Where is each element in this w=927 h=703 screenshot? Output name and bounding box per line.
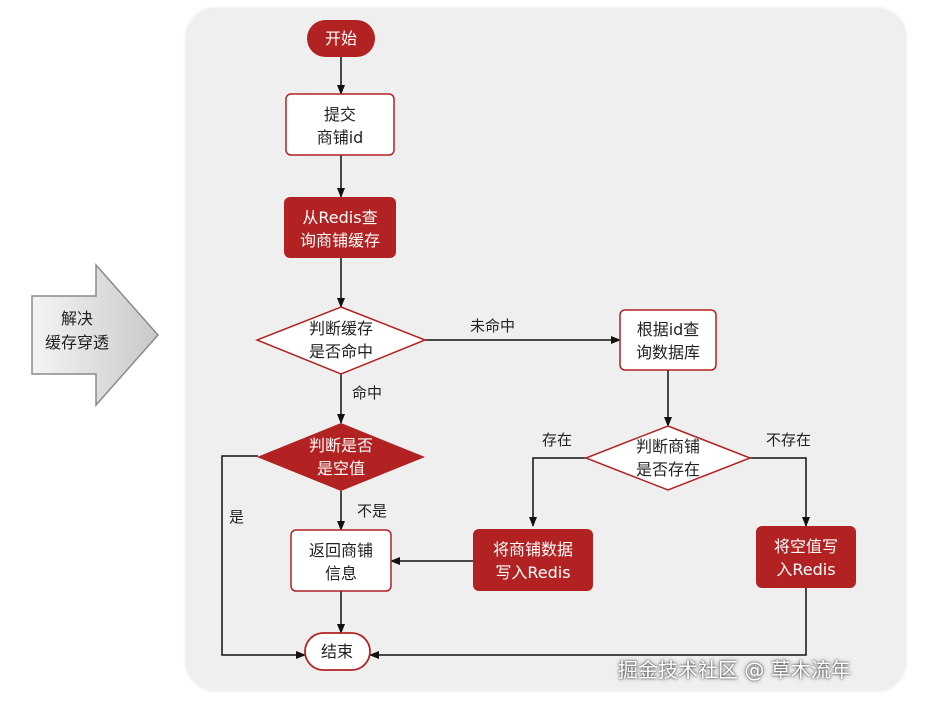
node-query-redis-line2: 询商铺缓存 [300, 231, 380, 250]
node-check-exist-line2: 是否存在 [636, 460, 700, 479]
edge-null-yes [221, 455, 306, 659]
node-query-redis-line1: 从Redis查 [302, 208, 377, 227]
node-return-info-line2: 信息 [325, 564, 357, 583]
node-write-data-line1: 将商铺数据 [493, 540, 573, 559]
node-check-hit: 判断缓存 是否命中 [254, 306, 428, 375]
edge-exist-yes [529, 457, 586, 527]
node-submit-line2: 商铺id [317, 128, 364, 147]
node-write-null-line2: 入Redis [776, 560, 835, 579]
node-query-db-line1: 根据id查 [637, 320, 700, 339]
edge-null-end [369, 588, 807, 659]
node-write-null-line1: 将空值写 [774, 537, 838, 556]
node-submit-line1: 提交 [324, 105, 356, 124]
side-arrow-line1: 解决 [60, 309, 93, 328]
edge-label-miss: 未命中 [470, 317, 516, 335]
node-check-null-line1: 判断是否 [309, 436, 373, 455]
node-check-null: 判断是否 是空值 [257, 423, 425, 491]
node-check-hit-line1: 判断缓存 [309, 319, 373, 338]
edge-exist-no [750, 457, 810, 527]
node-end: 结束 [304, 632, 371, 671]
edge-label-exists: 存在 [542, 431, 573, 449]
node-start-label: 开始 [325, 29, 357, 48]
node-return-info: 返回商铺 信息 [290, 529, 392, 592]
node-check-null-line2: 是空值 [317, 459, 365, 478]
node-query-db-line2: 询数据库 [636, 343, 700, 362]
watermark: 掘金技术社区 @ 草木流年 [618, 658, 851, 682]
node-write-data-line2: 写入Redis [495, 563, 570, 582]
node-return-info-line1: 返回商铺 [309, 541, 373, 560]
side-arrow [31, 263, 160, 407]
node-submit: 提交 商铺id [285, 93, 395, 156]
edge-label-not-null: 不是 [357, 502, 388, 520]
node-query-db: 根据id查 询数据库 [619, 309, 717, 371]
node-end-label: 结束 [321, 642, 353, 661]
edges [221, 57, 810, 659]
node-write-null: 将空值写 入Redis [756, 526, 856, 588]
node-start: 开始 [307, 20, 375, 57]
node-check-exist-line1: 判断商铺 [636, 437, 700, 456]
node-write-data: 将商铺数据 写入Redis [473, 529, 593, 591]
side-arrow-line2: 缓存穿透 [44, 333, 109, 352]
edge-label-hit: 命中 [352, 384, 383, 402]
node-check-exist: 判断商铺 是否存在 [583, 425, 753, 491]
edge-label-is-null: 是 [229, 508, 245, 526]
side-arrow-label: 解决 缓存穿透 [34, 307, 120, 355]
node-query-redis: 从Redis查 询商铺缓存 [284, 197, 396, 258]
edge-label-not-exists: 不存在 [766, 431, 812, 449]
node-check-hit-line2: 是否命中 [309, 342, 373, 361]
